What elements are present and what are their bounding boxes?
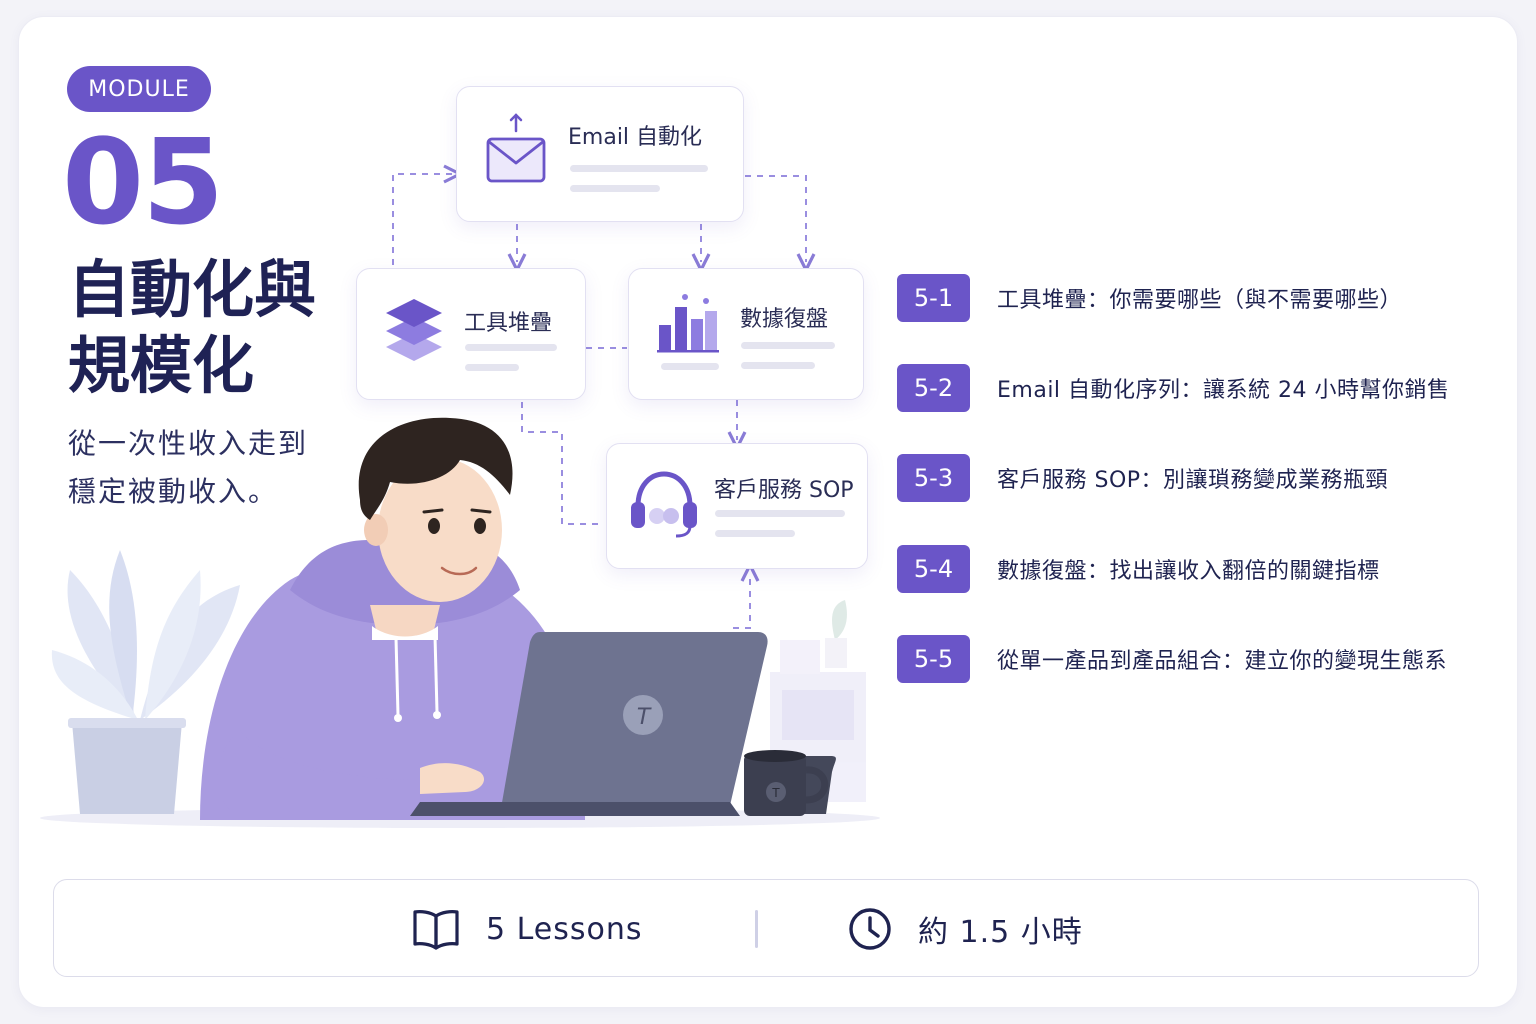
lesson-row[interactable]: 5-2 Email 自動化序列：讓系統 24 小時幫你銷售 — [897, 363, 1450, 413]
mug-logo: T — [772, 785, 780, 800]
module-title-line1: 自動化與 — [68, 253, 317, 326]
headset-icon — [631, 471, 697, 538]
lesson-code-badge: 5-4 — [897, 545, 970, 593]
face — [378, 458, 502, 602]
duration-text: 約 1.5 小時 — [918, 915, 1083, 950]
flow-node-tools-label: 工具堆疊 — [464, 311, 553, 336]
module-tag: MODULE — [67, 66, 211, 112]
placeholder-line — [570, 185, 660, 192]
lesson-code-badge: 5-1 — [897, 274, 970, 322]
envelope-icon — [486, 113, 546, 183]
module-subtitle: 從一次性收入走到 穩定被動收入。 — [68, 420, 338, 516]
coffee-mug: T — [744, 750, 836, 816]
plant — [51, 550, 240, 720]
arm — [217, 730, 420, 810]
lesson-title: Email 自動化序列：讓系統 24 小時幫你銷售 — [997, 378, 1450, 403]
placeholder-line — [465, 344, 557, 351]
flow-node-email-label: Email 自動化 — [568, 125, 703, 150]
plant-pot — [72, 722, 182, 814]
book-icon — [413, 910, 459, 950]
flow-node-tools: 工具堆疊 — [356, 268, 586, 400]
placeholder-line — [741, 362, 815, 369]
lesson-code-badge: 5-5 — [897, 635, 970, 683]
module-title: 自動化與 規模化 — [68, 252, 338, 404]
flow-node-service: 客戶服務 SOP — [606, 443, 868, 569]
hand — [420, 763, 485, 794]
lesson-title: 數據復盤：找出讓收入翻倍的關鍵指標 — [997, 559, 1380, 584]
placeholder-line — [715, 530, 795, 537]
lesson-row[interactable]: 5-3 客戶服務 SOP：別讓瑣務變成業務瓶頸 — [897, 453, 1388, 503]
placeholder-line — [661, 363, 719, 370]
hoodie — [200, 557, 585, 820]
side-shelf — [770, 600, 866, 802]
lesson-row[interactable]: 5-1 工具堆疊：你需要哪些（與不需要哪些） — [897, 273, 1402, 323]
lesson-row[interactable]: 5-4 數據復盤：找出讓收入翻倍的關鍵指標 — [897, 544, 1380, 594]
clock-icon — [849, 908, 891, 950]
bar-chart-icon — [657, 294, 719, 353]
placeholder-line — [741, 342, 835, 349]
lesson-code-badge: 5-2 — [897, 364, 970, 412]
lesson-title: 從單一產品到產品組合：建立你的變現生態系 — [997, 649, 1448, 674]
placeholder-line — [465, 364, 519, 371]
module-subtitle-line1: 從一次性收入走到 — [68, 427, 309, 460]
lesson-title: 工具堆疊：你需要哪些（與不需要哪些） — [997, 288, 1403, 313]
laptop-logo: T — [636, 703, 653, 730]
lesson-count: 5 Lessons — [412, 880, 643, 978]
flow-node-service-label: 客戶服務 SOP — [714, 478, 854, 503]
duration: 約 1.5 小時 — [848, 880, 1083, 978]
module-subtitle-line2: 穩定被動收入。 — [68, 475, 279, 508]
lesson-row[interactable]: 5-5 從單一產品到產品組合：建立你的變現生態系 — [897, 634, 1447, 684]
laptop-logo-circle — [623, 695, 663, 735]
footer-divider — [755, 910, 758, 948]
lesson-count-text: 5 Lessons — [486, 911, 643, 947]
lesson-code-badge: 5-3 — [897, 454, 970, 502]
lesson-title: 客戶服務 SOP：別讓瑣務變成業務瓶頸 — [997, 468, 1389, 493]
flow-node-data: 數據復盤 — [628, 268, 864, 400]
layers-icon — [386, 299, 442, 361]
placeholder-line — [570, 165, 708, 172]
flow-node-email: Email 自動化 — [456, 86, 744, 222]
hair — [358, 417, 513, 520]
module-footer: 5 Lessons 約 1.5 小時 — [53, 879, 1479, 977]
module-title-line2: 規模化 — [68, 329, 255, 402]
module-number: 05 — [62, 113, 224, 251]
placeholder-line — [715, 510, 845, 517]
flow-node-data-label: 數據復盤 — [740, 307, 829, 332]
illustration-person-laptop: T T — [40, 417, 880, 828]
